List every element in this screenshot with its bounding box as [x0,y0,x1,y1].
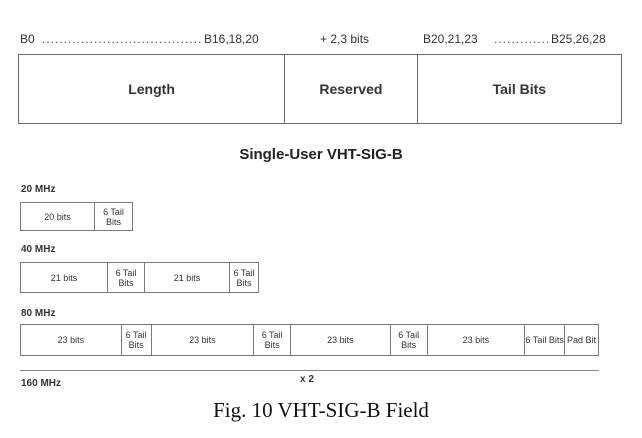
figure-caption: Fig. 10 VHT-SIG-B Field [213,398,429,422]
bit-label-b20: B20,21,23 [423,32,478,46]
segment-data-bits: 23 bits [291,325,391,355]
segment-data-bits: 21 bits [21,263,108,292]
repeat-note: x 2 [300,374,314,385]
segment-tail-bits: 6 Tail Bits [254,325,292,355]
subtitle: Single-User VHT-SIG-B [239,146,403,163]
segment-tail-bits: 6 Tail Bits [103,206,124,227]
segment-data-bits: 23 bits [428,325,526,355]
dotted-leader-2: ................... [494,32,548,46]
row-40mhz: 21 bits 6 Tail Bits 21 bits 6 Tail Bits [20,262,259,293]
segment-tail-bits: 6 Tail Bits [391,325,428,355]
bit-label-b16: B16,18,20 [204,32,259,46]
bandwidth-label-160mhz: 160 MHz [21,378,62,389]
segment-pad-bit: Pad Bit [567,335,597,345]
segment-data-bits: 23 bits [21,325,122,355]
segment-tail-bits: 6 Tail Bits [122,325,152,355]
field-tail-bits: Tail Bits [492,81,547,97]
segment-data-bits: 20 bits [21,203,95,230]
bandwidth-label-20mhz: 20 MHz [21,184,56,195]
bit-label-b25: B25,26,28 [551,32,606,46]
dotted-leader: ........................................… [42,32,202,46]
segment-tail-bits: 6 Tail Bits [233,267,255,288]
segment-data-bits: 21 bits [145,263,230,292]
field-layout-box: Length Reserved Tail Bits [18,54,622,124]
field-reserved: Reserved [285,55,418,123]
bandwidth-label-80mhz: 80 MHz [21,308,56,319]
bandwidth-label-40mhz: 40 MHz [21,244,56,255]
field-length: Length [19,55,286,123]
bit-label-reserved: + 2,3 bits [320,32,370,46]
row-80mhz: 23 bits 6 Tail Bits 23 bits 6 Tail Bits … [20,324,599,356]
segment-data-bits: 23 bits [152,325,255,355]
segment-tail-bits: 6 Tail Bits [108,263,145,292]
row-20mhz: 20 bits 6 Tail Bits [20,202,133,231]
segment-tail-bits: 6 Tail Bits [525,325,566,355]
bit-label-b0: B0 [20,32,35,46]
divider-line [20,370,599,371]
